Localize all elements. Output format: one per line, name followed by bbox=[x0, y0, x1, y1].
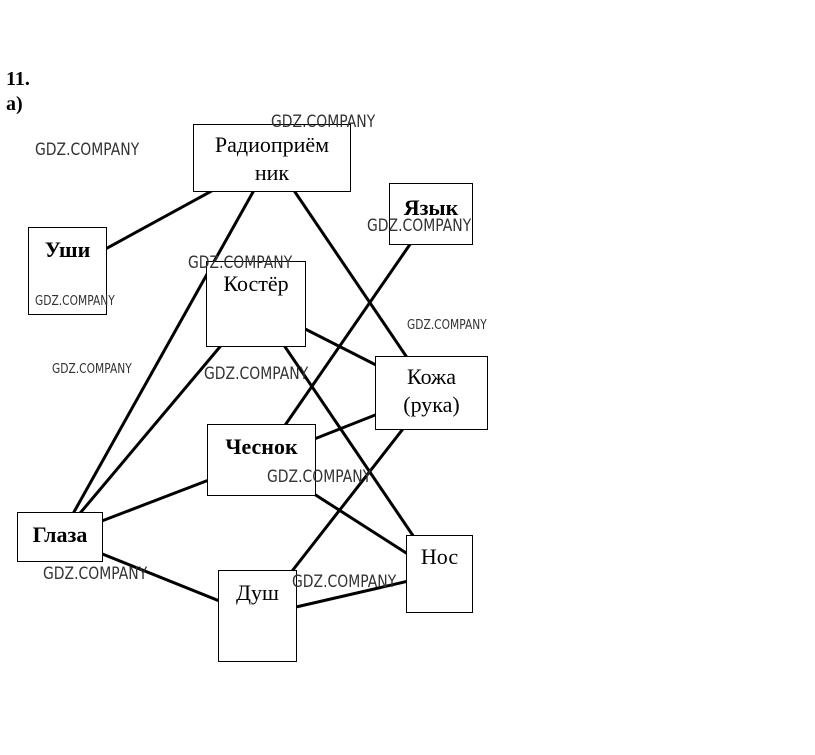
node-koster: Костёр bbox=[206, 261, 306, 347]
watermark-text: GDZ.COMPANY bbox=[407, 318, 487, 333]
edge-radio-glaza bbox=[58, 157, 274, 538]
watermark-text: GDZ.COMPANY bbox=[267, 467, 372, 487]
node-yazyk: Язык bbox=[389, 183, 473, 245]
node-radio-label: Радиоприём ник bbox=[214, 132, 330, 185]
edge-radio-kozha bbox=[270, 157, 433, 394]
task-part-label: а) bbox=[6, 93, 23, 115]
watermark-text: GDZ.COMPANY bbox=[35, 140, 140, 160]
node-glaza: Глаза bbox=[17, 512, 103, 562]
node-dush-label: Душ bbox=[236, 580, 279, 605]
node-kozha: Кожа (рука) bbox=[375, 356, 488, 430]
node-radio: Радиоприём ник bbox=[193, 124, 351, 192]
edge-koster-nos bbox=[254, 303, 441, 575]
node-yazyk-label: Язык bbox=[403, 195, 459, 220]
node-koster-label: Костёр bbox=[223, 271, 289, 296]
watermark-text: GDZ.COMPANY bbox=[271, 112, 376, 132]
watermark-text: GDZ.COMPANY bbox=[204, 364, 309, 384]
node-chesnok: Чеснок bbox=[207, 424, 316, 496]
node-ushi: Уши bbox=[28, 227, 107, 315]
node-chesnok-label: Чеснок bbox=[225, 434, 298, 459]
node-nos-label: Нос bbox=[420, 544, 459, 569]
node-ushi-label: Уши bbox=[44, 237, 91, 262]
watermark-text: GDZ.COMPANY bbox=[188, 253, 293, 273]
task-number: 11. bbox=[6, 68, 30, 90]
node-dush: Душ bbox=[218, 570, 297, 662]
node-kozha-label: Кожа (рука) bbox=[403, 364, 460, 417]
watermark-text: GDZ.COMPANY bbox=[367, 216, 472, 236]
watermark-text: GDZ.COMPANY bbox=[43, 564, 148, 584]
node-nos: Нос bbox=[406, 535, 473, 613]
watermark-text: GDZ.COMPANY bbox=[35, 294, 115, 309]
node-glaza-label: Глаза bbox=[32, 522, 88, 547]
watermark-text: GDZ.COMPANY bbox=[292, 572, 397, 592]
watermark-text: GDZ.COMPANY bbox=[52, 362, 132, 377]
edge-yazyk-chesnok bbox=[259, 213, 433, 461]
